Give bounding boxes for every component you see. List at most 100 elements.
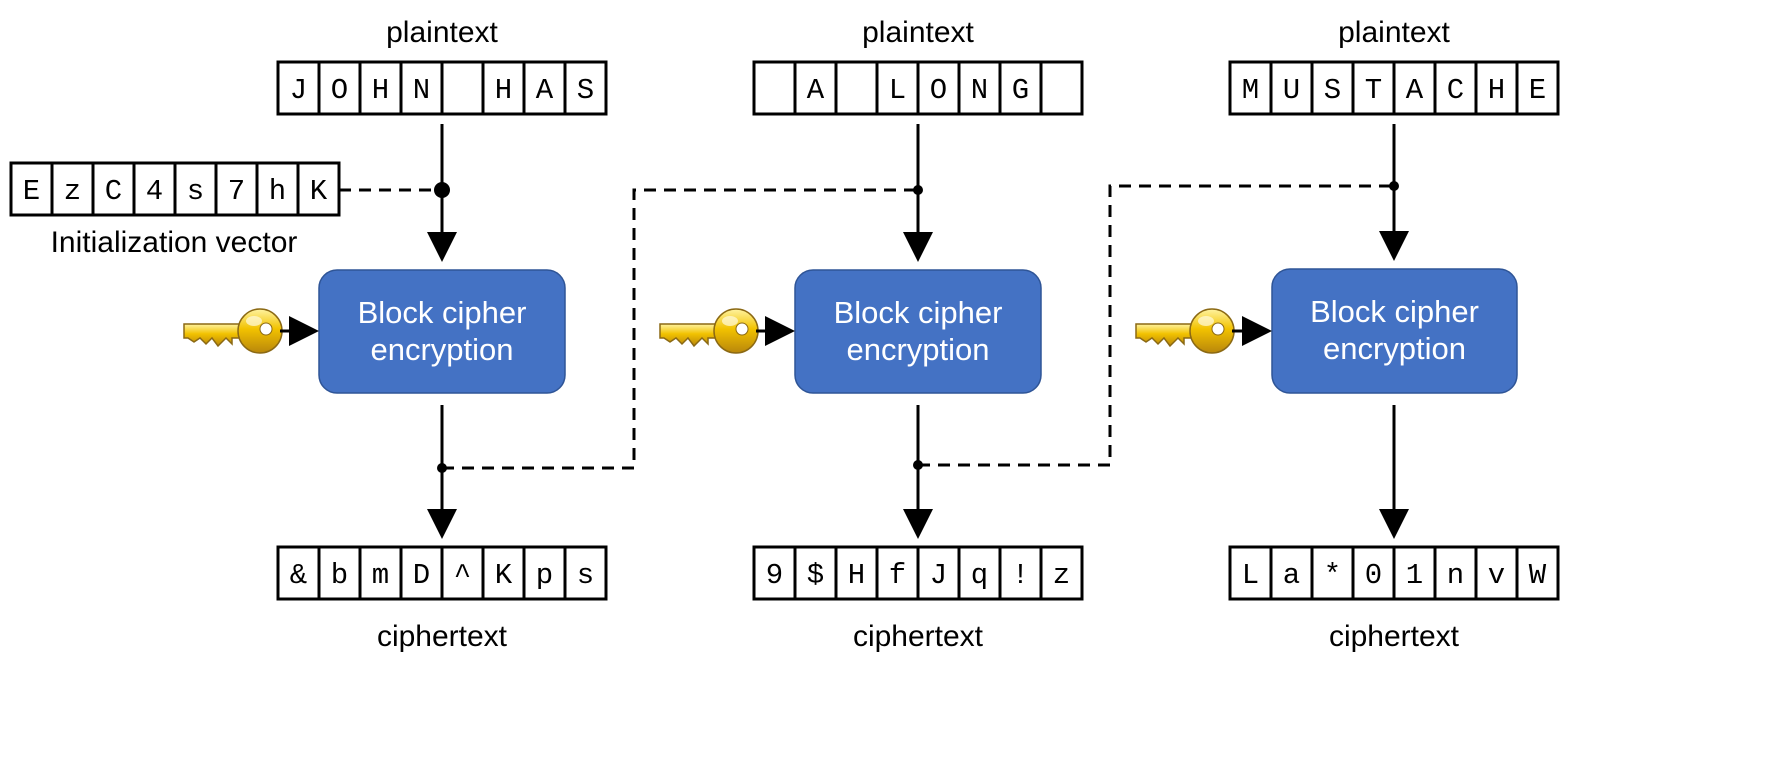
- output-junction-dot: [913, 460, 923, 470]
- plaintext-cell: O: [331, 74, 348, 107]
- plaintext-cell: N: [971, 74, 988, 107]
- ciphertext-cell-box: [1351, 545, 1396, 601]
- ciphertext-cell: m: [372, 559, 389, 592]
- ciphertext-cell: f: [889, 559, 906, 592]
- plaintext-cell: T: [1365, 74, 1382, 107]
- plaintext-cell: N: [413, 74, 430, 107]
- key-icon: [183, 308, 283, 354]
- plaintext-cell-box: [1228, 60, 1273, 116]
- iv-cell: 4: [146, 175, 163, 208]
- ciphertext-cell: &: [290, 559, 307, 592]
- ciphertext-cell: a: [1283, 559, 1300, 592]
- chaining-dashed-link: [918, 184, 1394, 467]
- plaintext-cell: M: [1242, 74, 1259, 107]
- iv-cell: s: [187, 175, 204, 208]
- iv-cell: E: [23, 175, 40, 208]
- iv-cell-box: [296, 161, 341, 217]
- iv-cell: C: [105, 175, 122, 208]
- plaintext-cell: J: [290, 74, 307, 107]
- plaintext-cell-box: [1392, 60, 1437, 116]
- ciphertext-cell: 0: [1365, 559, 1382, 592]
- plaintext-cell: S: [577, 74, 594, 107]
- ciphertext-cell: z: [1053, 559, 1070, 592]
- ciphertext-cell-box: [1039, 545, 1084, 601]
- ciphertext-cell-box: [1433, 545, 1478, 601]
- ciphertext-cell-box: [1515, 545, 1560, 601]
- ciphertext-cell: 1: [1406, 559, 1423, 592]
- ciphertext-cell-box: [522, 545, 567, 601]
- cipher-label-line-2: encryption: [370, 332, 513, 367]
- iv-cell-box: [50, 161, 95, 217]
- plaintext-cell: H: [495, 74, 512, 107]
- key-icon: [659, 308, 759, 354]
- plaintext-cell-box: [440, 60, 485, 116]
- cipher-label-line-1: Block cipher: [1310, 294, 1479, 329]
- plaintext-label: plaintext: [386, 16, 498, 49]
- plaintext-cell-box: [916, 60, 961, 116]
- cipher-label-line-2: encryption: [846, 332, 989, 367]
- ciphertext-cell: p: [536, 559, 553, 592]
- ciphertext-cell: 9: [766, 559, 783, 592]
- iv-cell: h: [269, 175, 286, 208]
- plaintext-cell: G: [1012, 74, 1029, 107]
- chaining-dashed-link: [442, 188, 918, 470]
- block-cipher-box: [1271, 268, 1518, 394]
- plaintext-cell-box: [1310, 60, 1355, 116]
- ciphertext-cell: *: [1324, 559, 1341, 592]
- ciphertext-label: ciphertext: [853, 620, 984, 653]
- ciphertext-cell-box: [563, 545, 608, 601]
- iv-label: Initialization vector: [51, 226, 298, 259]
- ciphertext-cell-box: [916, 545, 961, 601]
- plaintext-cell: O: [930, 74, 947, 107]
- ciphertext-cell: W: [1529, 559, 1547, 592]
- ciphertext-cell: D: [413, 559, 430, 592]
- ciphertext-cell: L: [1242, 559, 1259, 592]
- ciphertext-cell: !: [1012, 559, 1029, 592]
- plaintext-cell: S: [1324, 74, 1341, 107]
- ciphertext-cell: H: [848, 559, 865, 592]
- plaintext-cell: H: [1488, 74, 1505, 107]
- plaintext-cell: E: [1529, 74, 1546, 107]
- chaining-links: [442, 184, 1394, 470]
- plaintext-cell-box: [875, 60, 920, 116]
- iv-cell: K: [310, 175, 328, 208]
- plaintext-cell-box: [1515, 60, 1560, 116]
- plaintext-cell: A: [807, 74, 825, 107]
- ciphertext-cell: v: [1488, 559, 1505, 592]
- cipher-label-line-1: Block cipher: [834, 295, 1003, 330]
- ciphertext-cell: q: [971, 559, 988, 592]
- plaintext-cell: A: [1406, 74, 1424, 107]
- plaintext-cell-box: [752, 60, 797, 116]
- input-junction-dot: [1389, 181, 1399, 191]
- ciphertext-cell: n: [1447, 559, 1464, 592]
- plaintext-cell-box: [1039, 60, 1084, 116]
- plaintext-cell: U: [1283, 74, 1300, 107]
- ciphertext-cell-box: [957, 545, 1002, 601]
- plaintext-cell-box: [957, 60, 1002, 116]
- plaintext-cell: H: [372, 74, 389, 107]
- iv-cell-box: [173, 161, 218, 217]
- ciphertext-cell-box: [875, 545, 920, 601]
- key-icon: [1135, 308, 1235, 354]
- block-cipher-box: [318, 269, 566, 394]
- ciphertext-cell: s: [577, 559, 594, 592]
- plaintext-cell-box: [563, 60, 608, 116]
- plaintext-cell-box: [1433, 60, 1478, 116]
- ciphertext-cell: K: [495, 559, 513, 592]
- ciphertext-cell-box: [1310, 545, 1355, 601]
- cipher-label-line-2: encryption: [1323, 331, 1466, 366]
- iv-cell: 7: [228, 175, 245, 208]
